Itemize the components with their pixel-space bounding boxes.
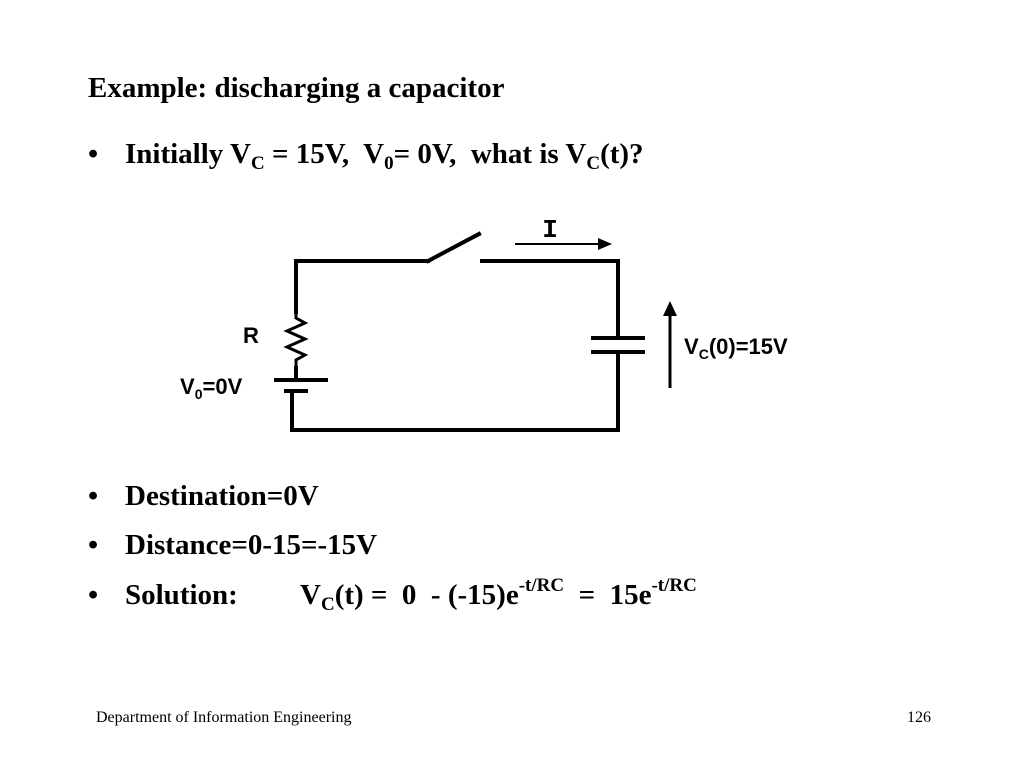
question-sub-3: C xyxy=(586,153,601,174)
bullet-dot: • xyxy=(88,579,99,611)
slide-title: Example: discharging a capacitor xyxy=(88,72,505,104)
current-label: I xyxy=(542,215,558,245)
source-label-sub: 0 xyxy=(195,386,203,402)
solution-text-3: = 15e xyxy=(564,579,652,611)
capacitor-label-rest: (0)=15V xyxy=(709,334,788,359)
question-text-3: = 0V, what is V xyxy=(393,138,587,170)
source-label-main: V xyxy=(180,374,195,399)
question-text-4: (t)? xyxy=(600,138,644,170)
destination-text: Destination=0V xyxy=(125,480,319,512)
solution-sup-2: -t/RC xyxy=(651,575,697,596)
bullet-dot: • xyxy=(88,138,99,170)
resistor-label: R xyxy=(243,323,259,348)
bullet-question: •Initially VC = 15V, V0= 0V, what is VC(… xyxy=(88,138,644,174)
solution-text-1: V xyxy=(300,579,321,611)
voltage-arrow-head xyxy=(663,301,677,316)
question-text-2: = 15V, V xyxy=(264,138,385,170)
solution-label: Solution: xyxy=(125,579,238,611)
wire-top-left xyxy=(294,259,430,314)
solution-sup-1: -t/RC xyxy=(518,575,565,596)
resistor-symbol xyxy=(283,310,309,370)
current-arrow-head xyxy=(598,238,612,250)
capacitor-label-sub: C xyxy=(699,346,709,362)
solution-text-2: (t) = 0 - (-15)e xyxy=(334,579,519,611)
source-label: V0=0V xyxy=(180,374,243,402)
distance-text: Distance=0-15=-15V xyxy=(125,529,378,561)
question-text-1: Initially V xyxy=(125,138,251,170)
bullet-solution: •Solution:VC(t) = 0 - (-15)e-t/RC = 15e-… xyxy=(88,576,697,615)
capacitor-label: VC(0)=15V xyxy=(684,334,788,362)
question-sub-1: C xyxy=(250,153,265,174)
bullet-distance: • Distance=0-15=-15V xyxy=(88,529,377,562)
question-sub-2: 0 xyxy=(384,153,394,174)
switch-blade xyxy=(425,231,482,264)
bullet-dot: • xyxy=(88,480,99,512)
footer-department: Department of Information Engineering xyxy=(96,709,352,726)
source-label-rest: =0V xyxy=(202,374,242,399)
footer-page-number: 126 xyxy=(907,709,931,726)
solution-sub-1: C xyxy=(320,594,335,615)
bullet-destination: • Destination=0V xyxy=(88,480,319,513)
wire-top-right xyxy=(480,259,620,340)
bullet-dot: • xyxy=(88,529,99,561)
wire-right-bottom xyxy=(290,350,620,432)
capacitor-label-main: V xyxy=(684,334,699,359)
